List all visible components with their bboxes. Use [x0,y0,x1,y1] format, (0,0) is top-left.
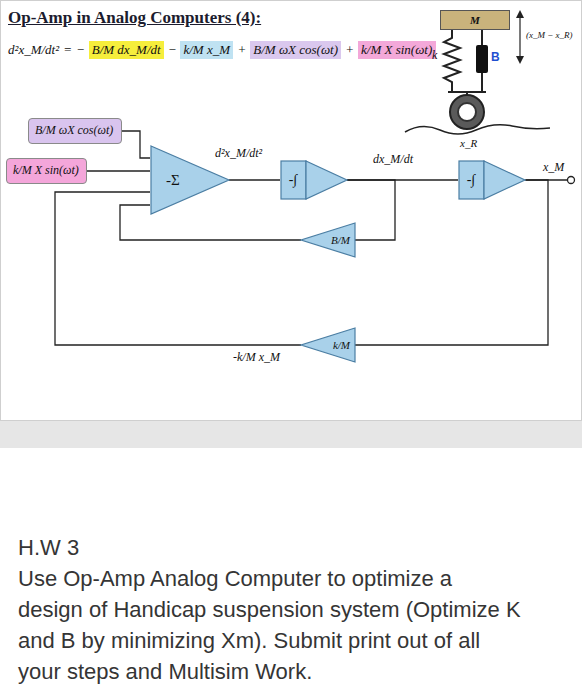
signal-label: d²x_M/dt² [214,146,263,161]
node-label: M [470,14,480,26]
input-box: B/M ωX cos(ωt) [28,118,122,144]
title: Op-Amp in Analog Computers (4): [8,8,261,28]
signal-wire [229,179,280,180]
equation-symbol: − [76,42,85,58]
signal-label: -k/M x_M [232,350,281,365]
node-label: -Σ [166,172,180,189]
node-label: B/M [331,234,350,246]
homework-panel: H.W 3Use Op-Amp Analog Computer to optim… [0,448,582,700]
input-box: k/M X sin(ωt) [6,158,87,184]
equation-symbol: + [237,42,246,58]
gain-amplifier: B/M [300,222,356,258]
amplifier-triangle [306,161,347,199]
output-label: x_M [543,160,564,175]
displacement-label: (x_M − x_R) [526,30,573,40]
signal-wire [55,192,301,345]
integrator-box [459,161,484,199]
arrow-head [516,56,524,64]
node-label: B/M ωX cos(ωt) [253,42,338,58]
node-label: k/M X sin(ωt) [361,42,433,58]
node-label: k/M [333,339,350,351]
displacement-arrow [519,16,520,58]
equation-symbol: = [63,42,72,58]
road-profile [405,125,550,134]
top-card [1,1,582,421]
node-label: k/M x_M [183,42,230,58]
arrow-head [516,10,524,18]
integrator-box [281,161,306,199]
signal-wire [120,205,301,240]
equation-term: k/M x_M [180,41,233,59]
integrator: -∫ [280,160,348,200]
node-label: -∫ [458,172,484,188]
equation-term: B/M ωX cos(ωt) [250,41,341,59]
damper-rod [481,30,483,45]
spring-label: k [432,48,437,63]
homework-heading: H.W 3 [18,532,523,563]
mass-block: M [440,10,510,30]
wheel-hub [458,103,476,121]
road-label: x_R [460,137,477,149]
spring-symbol [444,30,460,92]
equation-term: k/M X sin(ωt) [358,41,436,59]
homework-body: Use Op-Amp Analog Computer to optimize a… [18,563,523,687]
node-label: B/M ωX cos(ωt) [35,123,115,138]
signal-label: dx_M/dt [372,152,414,167]
gain-amplifier: k/M [300,327,356,363]
amplifier-triangle [484,161,525,199]
amplifier-triangle [301,223,355,257]
wheel-tyre [450,95,484,129]
node-label: -∫ [280,172,306,188]
amplifier-triangle [301,328,355,362]
node-label: B/M dx_M/dt [92,42,161,58]
signal-wire [122,131,150,158]
signal-wire [355,180,548,345]
damper-label: B [491,50,500,64]
bottom-card [0,448,582,700]
damper-symbol [476,45,488,73]
output-terminal [568,177,575,184]
damper-rod [481,73,483,92]
equation-symbol: d²x_M/dt² [8,42,59,58]
signal-wire [87,170,150,171]
node-label: k/M X sin(ωt) [13,163,80,178]
integrator: -∫ [458,160,526,200]
equation-symbol: + [345,42,354,58]
equation-symbol: − [168,42,177,58]
equation-term: B/M dx_M/dt [89,41,164,59]
